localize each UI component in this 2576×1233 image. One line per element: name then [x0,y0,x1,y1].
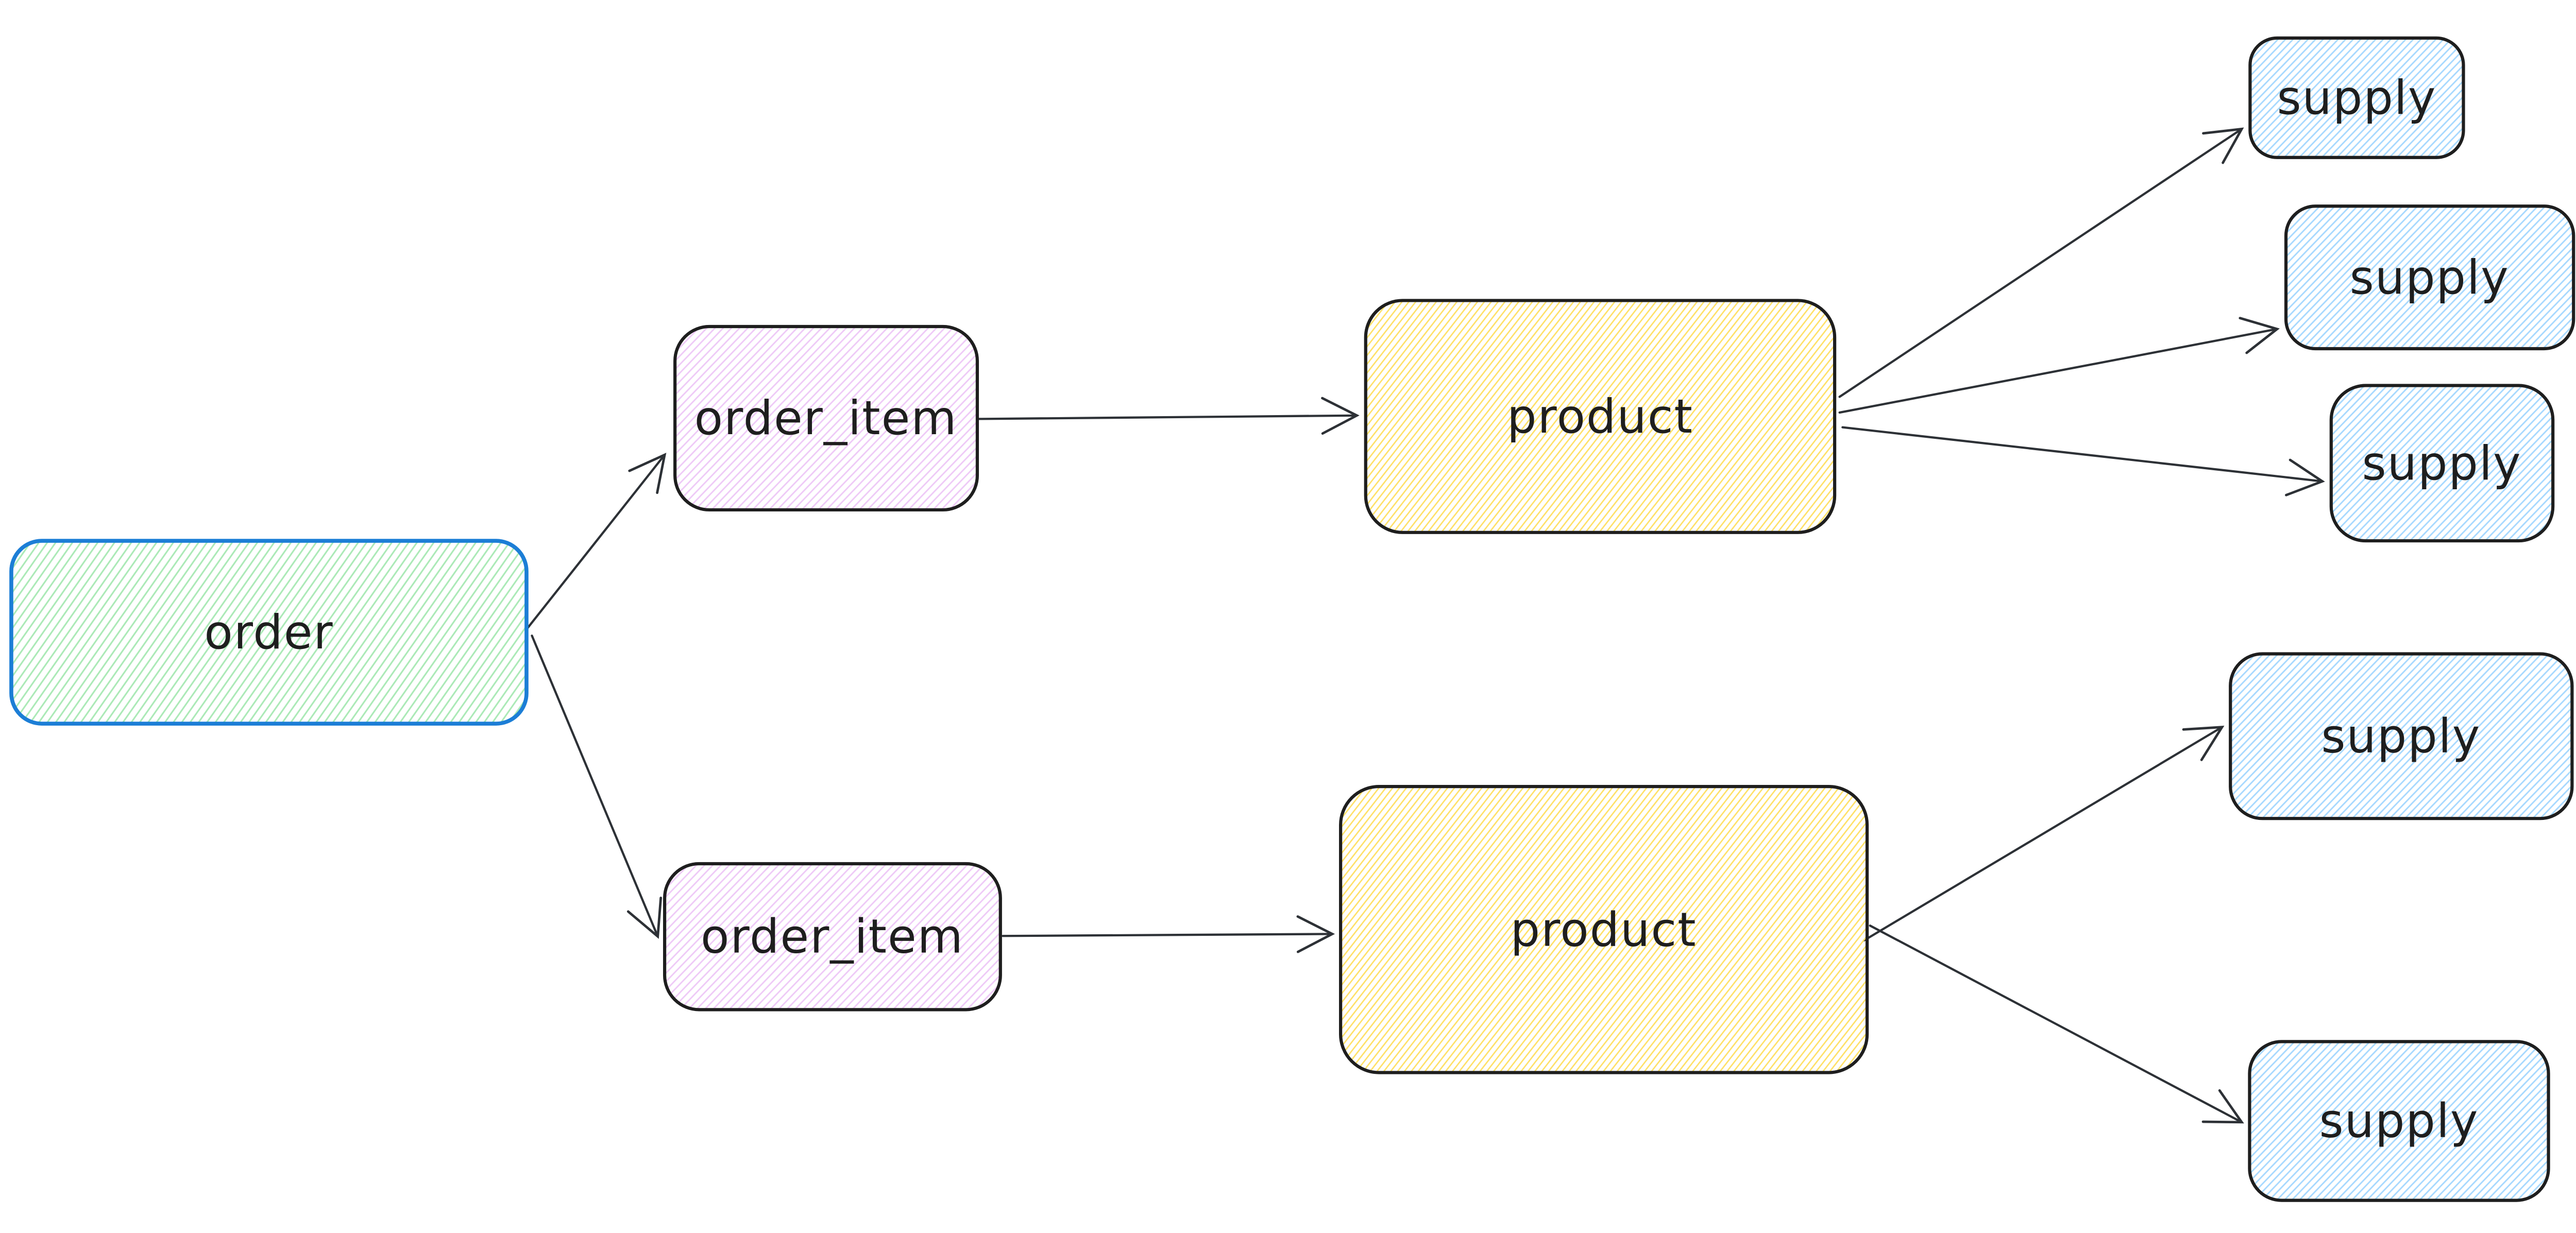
node-product-top[interactable]: product [1364,299,1837,534]
node-supply-2[interactable]: supply [2284,204,2575,351]
arrow-product-top-to-supply-1[interactable] [1838,127,2244,398]
node-supply-1[interactable]: supply [2248,36,2465,159]
arrow-product-bottom-to-supply-4[interactable] [1863,726,2225,941]
node-supply-2-box [2284,204,2575,351]
node-supply-5-label: supply [2319,1094,2479,1148]
node-supply-4-box [2229,652,2574,820]
arrow-order-item-top-to-product-top[interactable] [978,397,1360,435]
node-supply-5-box [2248,1040,2550,1202]
node-supply-3[interactable]: supply [2329,384,2555,543]
node-order-label: order [204,606,333,660]
arrow-shaft [1838,317,2280,414]
arrow-shaft [531,635,663,939]
arrow-order-to-order-item-bottom[interactable] [531,635,663,939]
node-order-item-top-box [673,324,979,512]
node-product-top-box [1364,299,1837,534]
node-supply-4[interactable]: supply [2229,652,2574,820]
edges-layer [526,127,2325,1124]
arrow-order-item-bottom-to-product-bottom[interactable] [1002,915,1335,953]
arrow-product-bottom-to-supply-5[interactable] [1869,924,2244,1124]
nodes-layer: order order_item order_item product prod… [9,36,2575,1202]
arrow-shaft [526,452,667,630]
node-order-item-bottom[interactable]: order_item [663,862,1002,1012]
arrow-shaft [1841,426,2325,496]
node-product-bottom[interactable]: product [1338,785,1869,1074]
node-order-item-bottom-label: order_item [701,910,964,964]
node-supply-3-box [2329,384,2555,543]
node-product-bottom-label: product [1511,903,1697,957]
arrow-shaft [1838,127,2244,398]
node-order-item-top[interactable]: order_item [673,324,979,512]
arrow-shaft [978,397,1360,435]
node-supply-2-label: supply [2350,251,2510,305]
arrow-shaft [1863,726,2225,941]
node-order-box [9,539,529,726]
arrow-order-to-order-item-top[interactable] [526,452,667,630]
node-product-bottom-box [1338,785,1869,1074]
node-supply-1-box [2248,36,2465,159]
node-order-item-top-label: order_item [694,391,958,446]
node-supply-5[interactable]: supply [2248,1040,2550,1202]
arrow-shaft [1002,915,1335,953]
node-supply-4-label: supply [2321,709,2481,763]
node-order-item-bottom-box [663,862,1002,1012]
node-supply-1-label: supply [2277,71,2436,125]
arrow-shaft [1869,924,2244,1124]
node-order[interactable]: order [9,539,529,726]
arrow-product-top-to-supply-2[interactable] [1838,317,2280,414]
node-supply-3-label: supply [2362,437,2522,491]
arrow-product-top-to-supply-3[interactable] [1841,426,2325,496]
node-product-top-label: product [1507,390,1693,444]
